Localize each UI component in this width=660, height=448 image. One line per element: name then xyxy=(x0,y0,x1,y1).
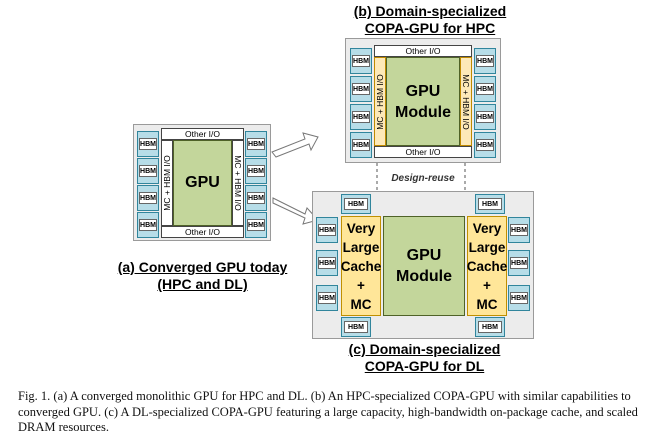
panel-b-title: (b) Domain-specialized COPA-GPU for HPC xyxy=(330,3,530,37)
hbm-stack: HBM xyxy=(245,212,267,238)
hbm-stack: HBM xyxy=(350,76,372,102)
hbm-stack: HBM xyxy=(350,48,372,74)
hbm-stack: HBM xyxy=(350,104,372,130)
hbm-stack: HBM xyxy=(341,194,371,214)
io-right-strip: MC + HBM I/O xyxy=(232,140,244,226)
hbm-stack: HBM xyxy=(245,185,267,211)
hbm-stack: HBM xyxy=(474,104,496,130)
panel-c-title-line2: COPA-GPU for DL xyxy=(364,358,485,374)
hbm-stack: HBM xyxy=(137,158,159,184)
other-io-bottom: Other I/O xyxy=(161,226,244,238)
other-io-top: Other I/O xyxy=(161,128,244,140)
gpu-module: GPU Module xyxy=(383,216,465,316)
gpu-module: GPU Module xyxy=(386,57,460,146)
other-io-bottom: Other I/O xyxy=(374,146,472,158)
hbm-stack: HBM xyxy=(508,285,530,311)
panel-a-package: HBM HBM HBM HBM HBM HBM HBM HBM Other I/… xyxy=(133,124,271,241)
hbm-stack: HBM xyxy=(350,132,372,158)
io-left-strip: MC + HBM I/O xyxy=(374,57,386,146)
hbm-stack: HBM xyxy=(474,132,496,158)
figure-caption: Fig. 1. (a) A converged monolithic GPU f… xyxy=(18,389,638,434)
hbm-stack: HBM xyxy=(316,285,338,311)
panel-c-title-line1: (c) Domain-specialized xyxy=(348,341,501,357)
hbm-stack: HBM xyxy=(245,158,267,184)
mc-hbm-io-right: MC + HBM I/O xyxy=(233,155,243,211)
panel-b-package: HBM HBM HBM HBM HBM HBM HBM HBM Other I/… xyxy=(345,38,501,163)
hbm-stack: HBM xyxy=(475,317,505,337)
hbm-stack: HBM xyxy=(474,48,496,74)
hbm-stack: HBM xyxy=(137,212,159,238)
hbm-stack: HBM xyxy=(508,250,530,276)
gpu-core: GPU xyxy=(173,140,232,226)
hbm-stack: HBM xyxy=(475,194,505,214)
hbm-stack: HBM xyxy=(137,185,159,211)
panel-a-title-line1: (a) Converged GPU today xyxy=(117,259,288,275)
cache-right: Very Large Cache + MC xyxy=(467,216,507,316)
hbm-stack: HBM xyxy=(508,217,530,243)
io-right-strip: MC + HBM I/O xyxy=(460,57,472,146)
mc-hbm-io-left: MC + HBM I/O xyxy=(162,155,172,211)
hbm-stack: HBM xyxy=(341,317,371,337)
hbm-stack: HBM xyxy=(137,131,159,157)
panel-c-title: (c) Domain-specialized COPA-GPU for DL xyxy=(322,341,527,375)
panel-b-title-line2: COPA-GPU for HPC xyxy=(364,20,496,36)
hbm-stack: HBM xyxy=(316,250,338,276)
cache-left: Very Large Cache + MC xyxy=(341,216,381,316)
hbm-stack: HBM xyxy=(245,131,267,157)
arrow-to-panel-c xyxy=(272,197,319,225)
design-reuse-label: Design-reuse xyxy=(391,173,455,184)
other-io-top: Other I/O xyxy=(374,45,472,57)
io-left-strip: MC + HBM I/O xyxy=(161,140,173,226)
hbm-stack: HBM xyxy=(474,76,496,102)
panel-c-package: HBM HBM HBM HBM HBM HBM HBM HBM HBM HBM … xyxy=(312,191,534,339)
panel-a-title: (a) Converged GPU today (HPC and DL) xyxy=(100,259,305,293)
hbm-stack: HBM xyxy=(316,217,338,243)
panel-a-title-line2: (HPC and DL) xyxy=(157,276,248,292)
arrow-to-panel-b xyxy=(271,132,319,158)
panel-b-title-line1: (b) Domain-specialized xyxy=(353,3,507,19)
